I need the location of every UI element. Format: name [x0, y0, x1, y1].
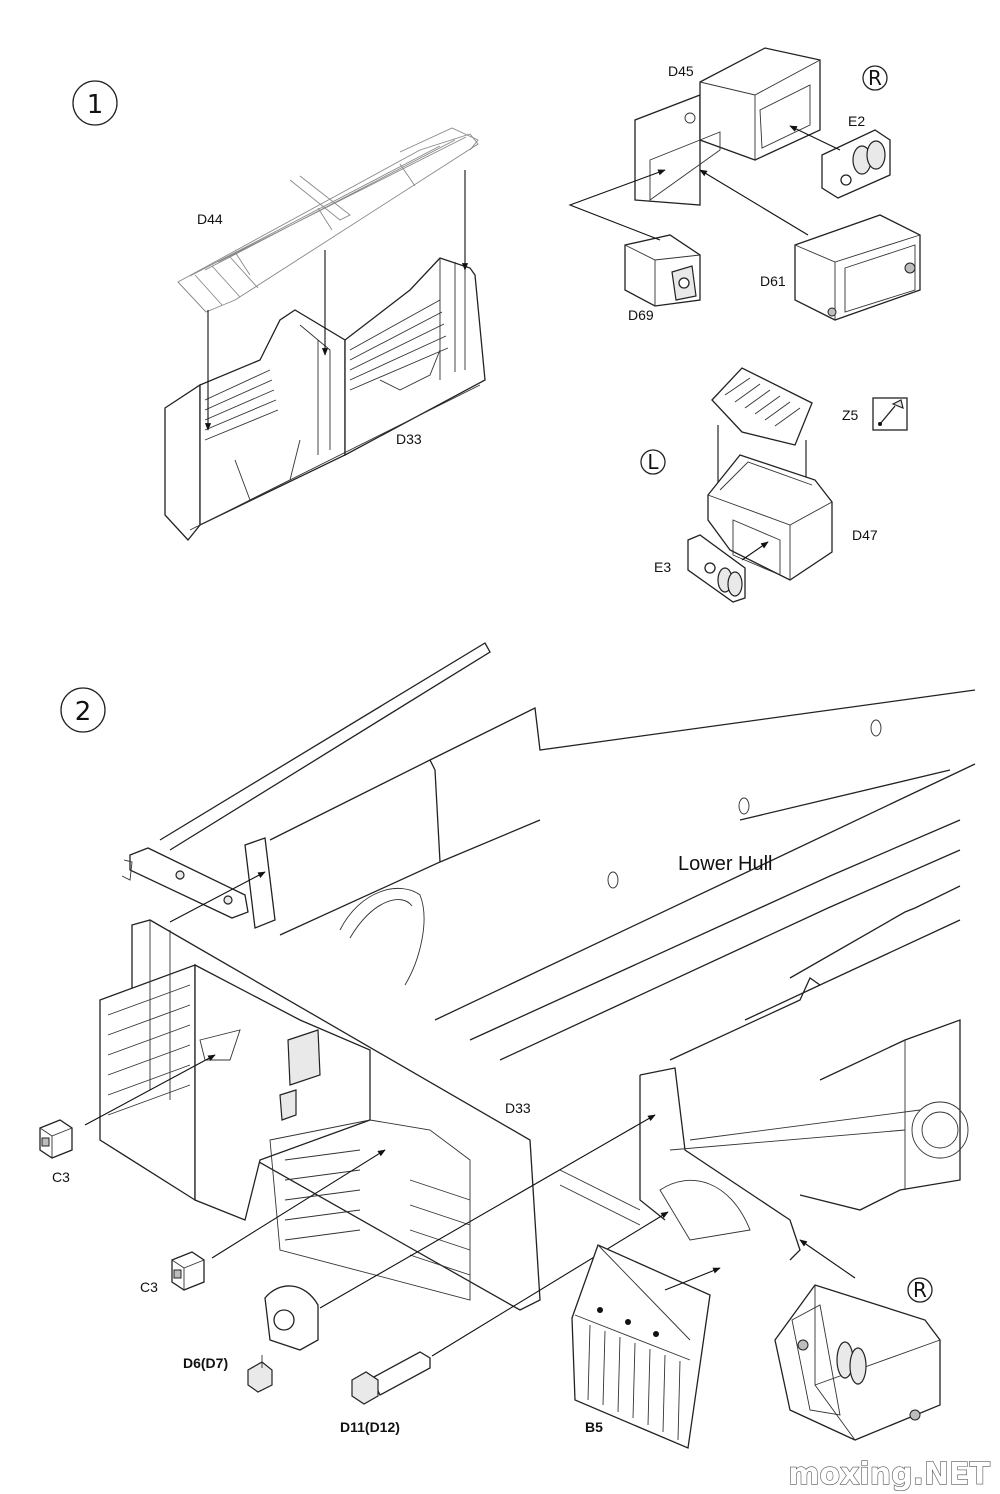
part-c3-top-drawing: [39, 1119, 73, 1159]
label-z5: Z5: [842, 407, 859, 423]
right-mark-step2: R: [907, 1277, 933, 1303]
lower-hull-label: Lower Hull: [678, 853, 772, 875]
label-d6: D6(D7): [183, 1355, 228, 1371]
part-c3-bottom-drawing: [171, 1251, 205, 1291]
label-d33-step2: D33: [505, 1100, 531, 1116]
part-z5-drawing: [711, 367, 813, 446]
part-b5-drawing: [571, 1244, 711, 1449]
part-d47-drawing: [707, 454, 833, 581]
part-d6-drawing: [247, 1285, 319, 1393]
part-d45-drawing: [634, 47, 821, 206]
right-box-assembly-drawing: [774, 1284, 941, 1441]
label-d47: D47: [852, 527, 878, 543]
step-2-section: 2: [39, 642, 976, 1449]
lower-hull-drawing: [159, 642, 976, 1261]
part-d69-drawing: [624, 234, 701, 307]
d44-to-d33-arrows: [204, 170, 469, 431]
part-d61-drawing: [794, 214, 921, 321]
bracket-part-drawing: [121, 847, 249, 919]
label-e2: E2: [848, 113, 865, 129]
photo-etch-icon: [872, 397, 908, 431]
step-1-number: 1: [87, 90, 104, 120]
watermark: moxing.NET: [788, 1457, 990, 1492]
part-d33-drawing: [164, 257, 486, 541]
label-c3-top: C3: [52, 1169, 70, 1185]
label-d11: D11(D12): [340, 1419, 400, 1435]
part-d33-assembled-drawing: [99, 837, 541, 1311]
step-2-number: 2: [75, 697, 92, 727]
label-d45: D45: [668, 63, 694, 79]
part-d11-drawing: [351, 1351, 431, 1405]
label-e3: E3: [654, 559, 671, 575]
part-d44-drawing: [177, 127, 479, 313]
label-d69: D69: [628, 307, 654, 323]
label-d33-step1: D33: [396, 431, 422, 447]
step-1-badge: 1: [72, 80, 118, 126]
left-mark-step1-text: L: [647, 450, 659, 474]
step-2-badge: 2: [60, 687, 106, 733]
right-mark-step2-text: R: [913, 1278, 927, 1302]
part-e3-drawing: [687, 534, 746, 603]
label-b5: B5: [585, 1419, 603, 1435]
label-c3-bottom: C3: [140, 1279, 158, 1295]
part-e2-drawing: [821, 129, 891, 199]
label-d61: D61: [760, 273, 786, 289]
step-1-section: 1 D44 D33: [72, 47, 921, 603]
right-mark-step1: R: [862, 65, 888, 91]
left-mark-step1: L: [640, 449, 666, 475]
label-d44: D44: [197, 211, 223, 227]
right-mark-step1-text: R: [868, 66, 882, 90]
